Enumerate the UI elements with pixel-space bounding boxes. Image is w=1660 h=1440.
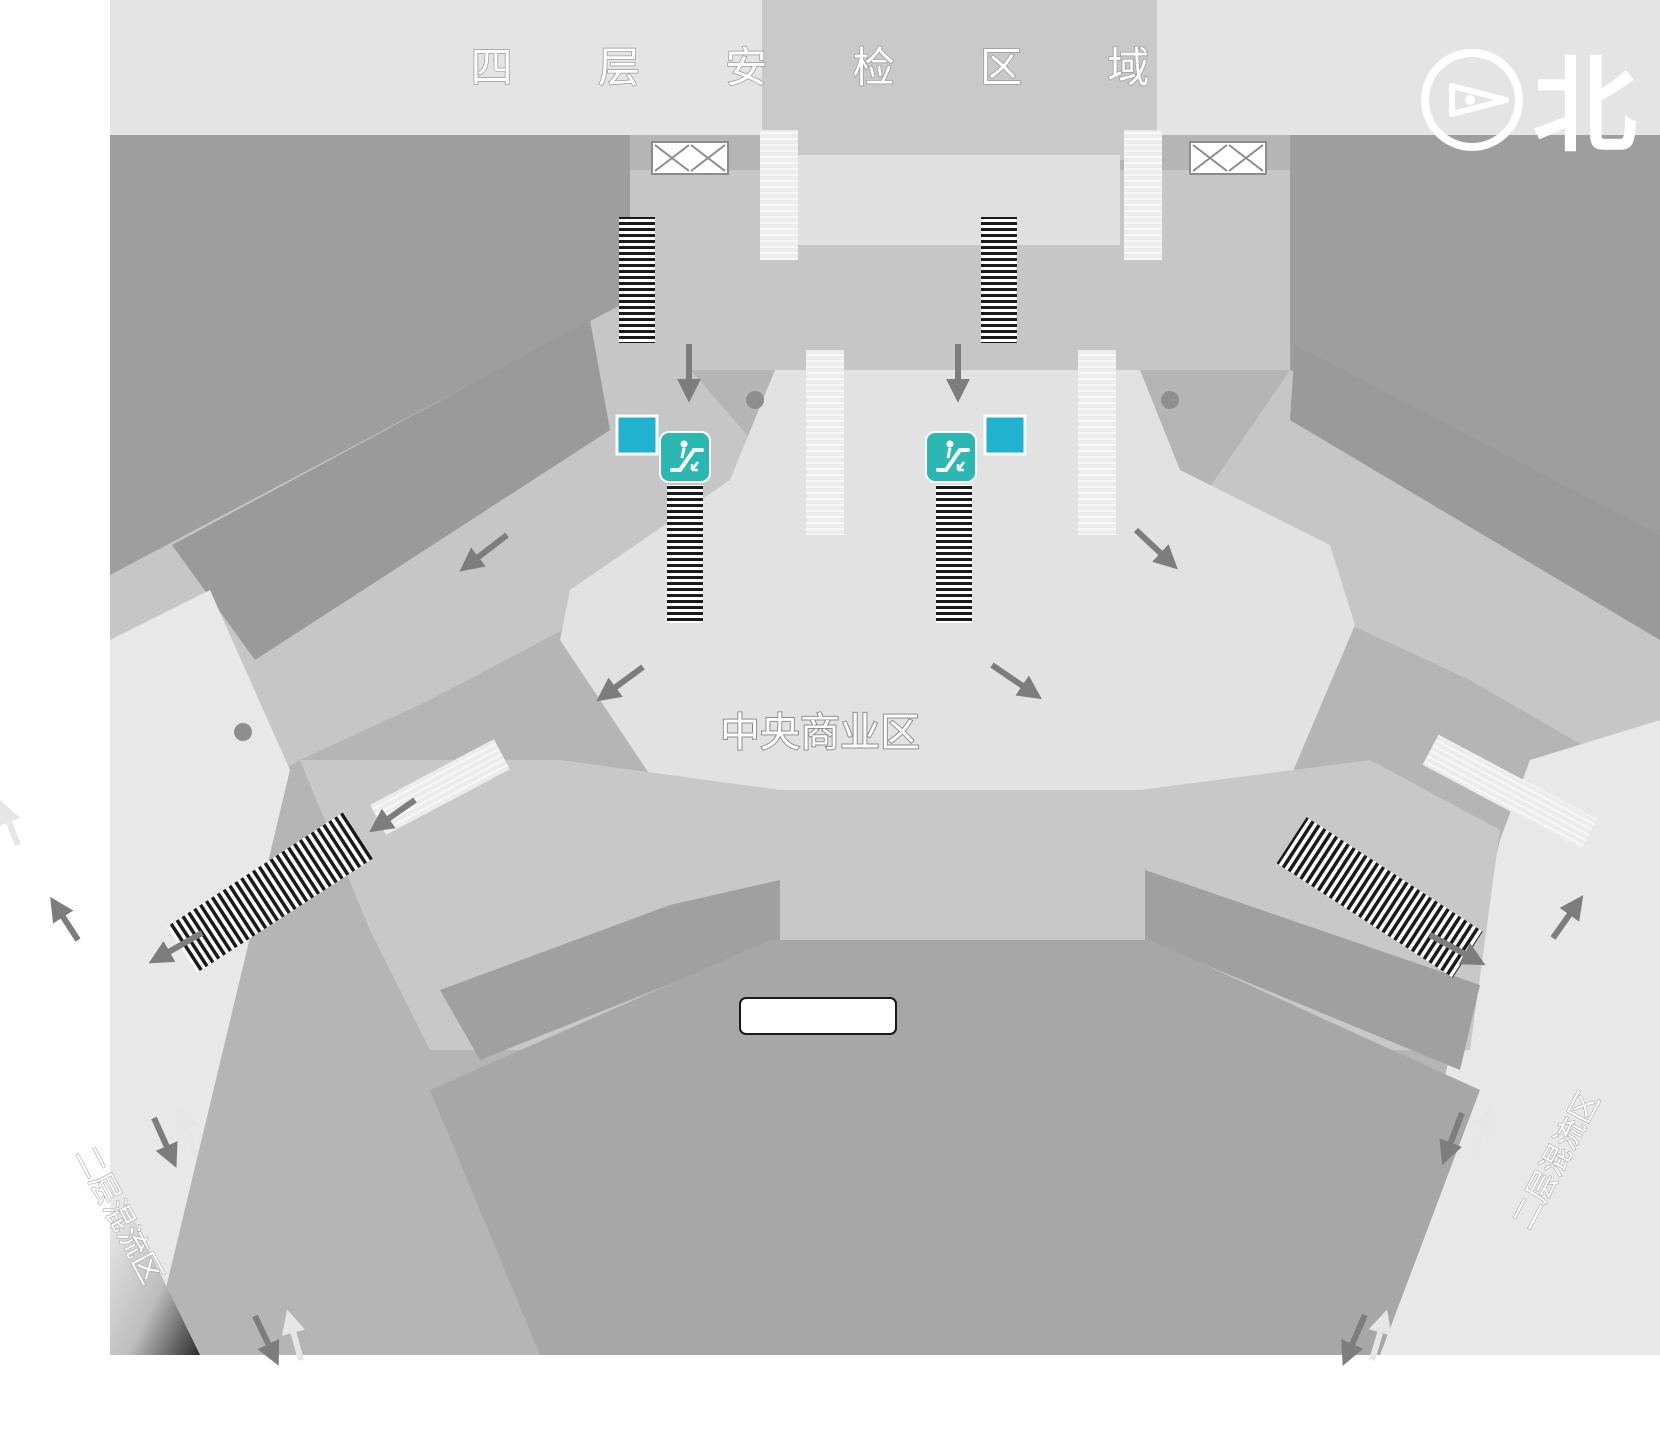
faint-stair (1124, 130, 1162, 260)
upper-right-block (1290, 135, 1660, 560)
direction-arrow-icon (1368, 1309, 1392, 1361)
direction-arrow-icon (1428, 932, 1486, 966)
direction-arrow-icon (148, 930, 204, 964)
faint-arrows (0, 799, 1496, 1361)
faint-stair (370, 739, 510, 835)
central-walkway (795, 155, 1120, 245)
direction-arrow-icon (369, 797, 417, 833)
direction-arrow-icon (1472, 1104, 1496, 1156)
direction-arrow-icon (1133, 527, 1178, 570)
pillar (1161, 391, 1179, 409)
escalator-upper-left (619, 217, 655, 343)
direction-arrows (50, 344, 1584, 1366)
faint-stair (1078, 350, 1116, 535)
bottom-left-corner (110, 1170, 200, 1355)
info-square-icon (983, 414, 1027, 456)
top-center-block (762, 0, 1157, 160)
escalator-mid-left (667, 485, 703, 623)
escalator-upper-right (981, 217, 1017, 343)
left-wing-inner (172, 320, 610, 660)
direction-arrow-icon (252, 1314, 280, 1366)
escalator-lower-left (167, 812, 374, 973)
direction-arrow-icon (990, 662, 1042, 700)
direction-arrow-icon (1550, 895, 1584, 940)
escalator-icon[interactable] (659, 431, 711, 483)
direction-arrow-icon (459, 532, 509, 572)
right-wing-corridor (1160, 370, 1660, 790)
right-wing-inner (1290, 345, 1660, 640)
pillar (746, 391, 764, 409)
pillar (234, 723, 252, 741)
lower-right-block (1145, 870, 1480, 1070)
faint-stair (760, 130, 798, 260)
info-square-icon (615, 414, 659, 456)
compass-icon (1421, 49, 1523, 151)
compass-label: 北 (1533, 45, 1637, 167)
faint-stair (1422, 734, 1598, 850)
top-title: 四 层 安 检 区 域 (471, 43, 1186, 92)
faint-stair (806, 350, 844, 535)
lower-left-block (440, 880, 780, 1060)
compass-needle-icon (1449, 83, 1509, 117)
left-light-corridor (110, 590, 290, 1355)
direction-arrow-icon (175, 1104, 199, 1156)
direction-arrow-icon (1341, 1313, 1368, 1366)
upper-left-block (110, 135, 630, 575)
direction-arrow-icon (50, 896, 81, 942)
right-light-corridor (1380, 720, 1660, 1355)
direction-arrow-icon (596, 664, 645, 702)
escalator-icon[interactable] (925, 431, 977, 483)
blank-sign (739, 997, 897, 1035)
gate-marker (1189, 141, 1267, 175)
gate-marker (651, 141, 729, 175)
direction-arrow-icon (0, 799, 21, 847)
center-label: 中央商业区 (720, 710, 920, 756)
bottom-hall (430, 940, 1480, 1355)
escalator-mid-right (936, 485, 972, 623)
direction-arrow-icon (1439, 1111, 1465, 1166)
direction-arrow-icon (281, 1309, 306, 1361)
direction-arrow-icon (151, 1116, 178, 1168)
compass[interactable] (1421, 49, 1523, 151)
